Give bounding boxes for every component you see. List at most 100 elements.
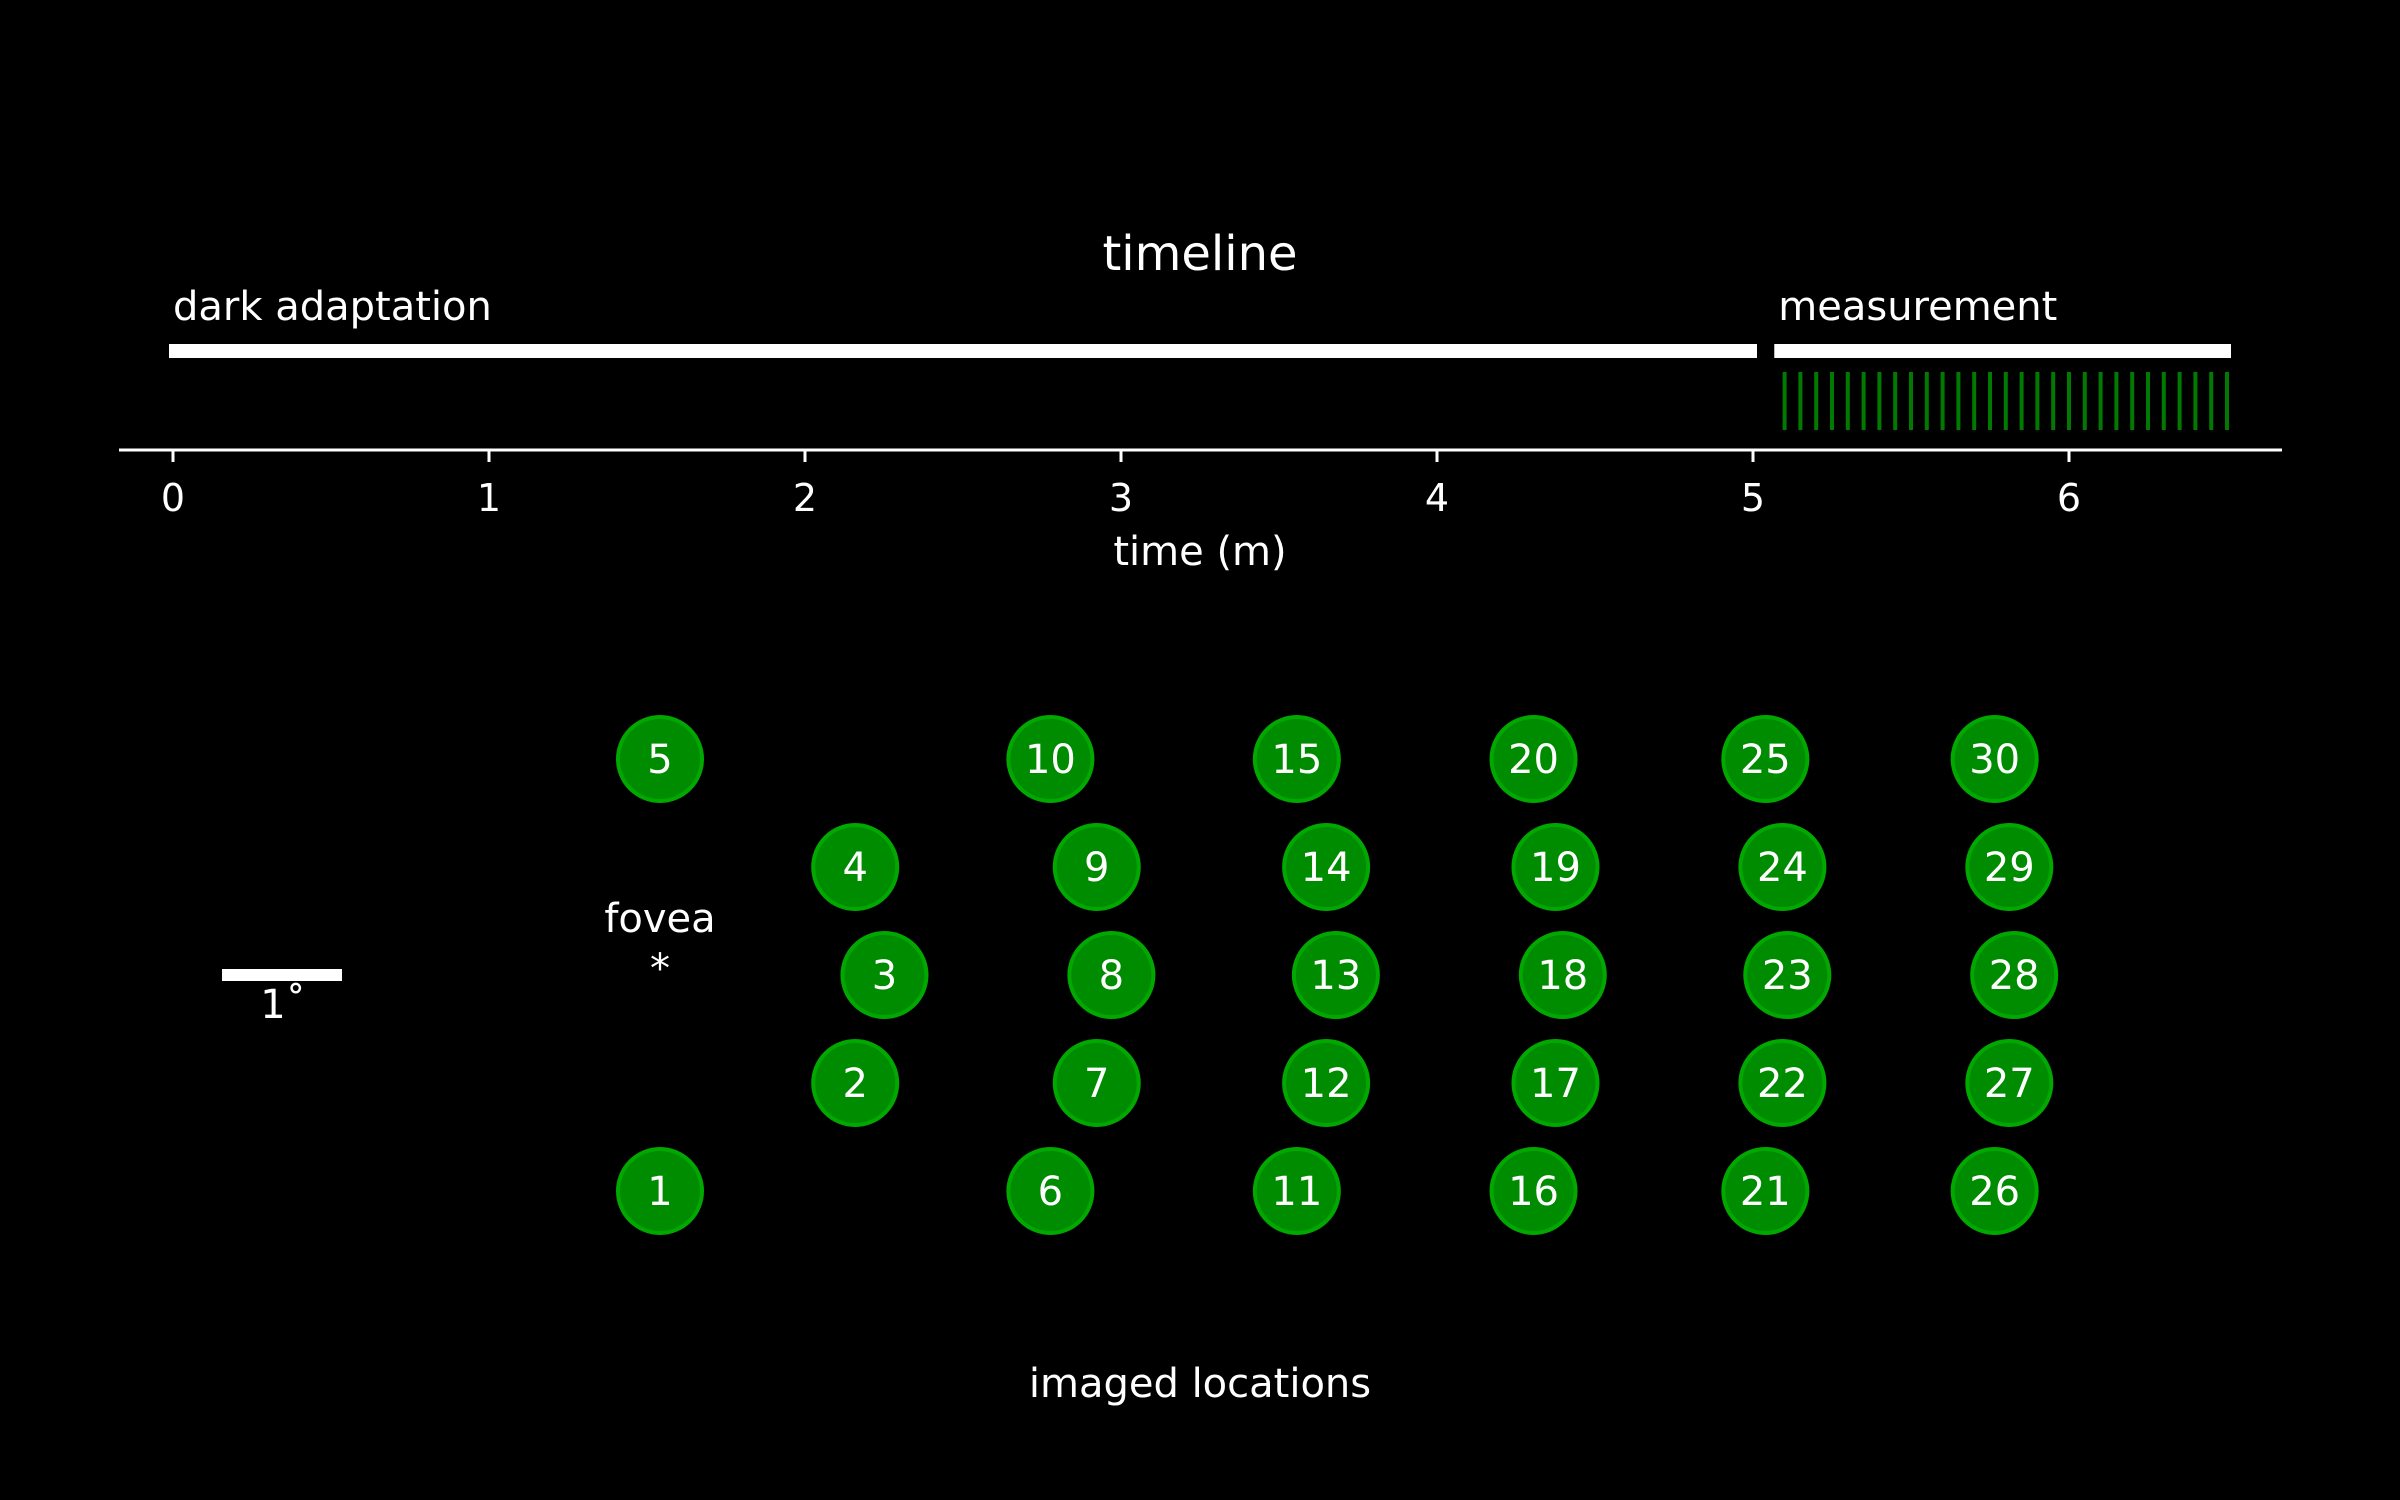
locations-title: imaged locations [1029,1361,1371,1407]
location-marker-label: 17 [1530,1061,1581,1107]
location-marker: 14 [1282,823,1371,911]
location-marker-label: 7 [1084,1061,1109,1107]
location-marker-label: 20 [1508,737,1559,783]
location-marker-circle [840,931,929,1019]
location-marker-label: 15 [1271,737,1322,783]
timeline-tick-label: 5 [1741,476,1765,520]
location-marker-label: 5 [647,737,672,783]
location-marker: 30 [1950,715,2039,803]
phase-label: measurement [1778,284,2057,330]
location-marker: 13 [1291,931,1380,1019]
location-marker-circle [1489,715,1578,803]
location-marker-label: 9 [1084,845,1109,891]
location-marker: 19 [1511,823,1600,911]
location-marker-circle [1721,1147,1810,1235]
location-marker: 7 [1052,1039,1141,1127]
location-marker-label: 10 [1025,737,1076,783]
scale-bar-label: 1˚ [260,982,305,1028]
location-marker-circle [811,823,900,911]
timeline-panel: timeline 0 1 2 3 4 5 6 dark adaptation measurem… [119,226,2282,575]
location-marker-label: 3 [872,953,897,999]
location-marker: 29 [1965,823,2054,911]
location-marker-circle [1006,715,1095,803]
location-marker-circle [1970,931,2059,1019]
location-marker: 26 [1950,1147,2039,1235]
location-marker: 16 [1489,1147,1578,1235]
location-marker: 12 [1282,1039,1371,1127]
location-marker-circle [616,1147,704,1235]
location-marker-label: 16 [1508,1169,1559,1215]
location-marker: 27 [1965,1039,2054,1127]
location-marker-circle [1518,931,1607,1019]
location-marker-label: 4 [842,845,867,891]
location-marker-label: 25 [1740,737,1791,783]
scale-bar: 1˚ [222,969,342,1028]
location-marker-circle [1291,931,1380,1019]
location-marker-circle [1282,823,1371,911]
location-marker-label: 22 [1757,1061,1808,1107]
timeline-ticks: 0 1 2 3 4 5 6 [161,450,2081,520]
location-marker-label: 29 [1984,845,2035,891]
location-marker-circle [1950,1147,2039,1235]
locations-panel: 1˚ fovea * 12345678910111213141516171819… [222,715,2059,1407]
fovea: fovea * [604,896,715,992]
location-marker-label: 26 [1969,1169,2020,1215]
location-marker: 3 [840,931,929,1019]
location-marker-circle [1950,715,2039,803]
phase-bar [1774,344,2231,358]
location-marker-label: 12 [1301,1061,1352,1107]
location-marker: 20 [1489,715,1578,803]
location-marker-circle [1052,823,1141,911]
location-marker-circle [1252,715,1341,803]
location-marker-circle [811,1039,900,1127]
timeline-phases: dark adaptation measurement [169,284,2231,358]
fovea-label: fovea [604,896,715,942]
location-marker-label: 6 [1038,1169,1063,1215]
timeline-tick-label: 0 [161,476,185,520]
location-marker: 15 [1252,715,1341,803]
location-marker-circle [616,715,704,803]
timeline-tick-label: 4 [1425,476,1449,520]
location-marker: 24 [1738,823,1827,911]
location-marker: 8 [1067,931,1156,1019]
location-marker-circle [1738,823,1827,911]
location-marker-circle [1511,1039,1600,1127]
timeline-xlabel: time (m) [1113,529,1286,575]
location-marker-label: 11 [1271,1169,1322,1215]
location-marker-label: 2 [842,1061,867,1107]
location-marker-circle [1738,1039,1827,1127]
location-marker: 28 [1970,931,2059,1019]
location-marker: 23 [1743,931,1832,1019]
timeline-tick-label: 1 [477,476,501,520]
timeline-tick-label: 6 [2057,476,2081,520]
location-marker: 10 [1006,715,1095,803]
timeline-tick-label: 3 [1109,476,1133,520]
location-marker: 6 [1006,1147,1095,1235]
timeline-title: timeline [1102,226,1297,282]
location-marker-label: 1 [647,1169,672,1215]
location-marker: 18 [1518,931,1607,1019]
location-marker-label: 13 [1310,953,1361,999]
location-marker-label: 19 [1530,845,1581,891]
location-marker: 5 [616,715,704,803]
location-marker-circle [1965,1039,2054,1127]
location-marker-circle [1252,1147,1341,1235]
location-marker-label: 23 [1762,953,1813,999]
location-marker-label: 28 [1989,953,2040,999]
timeline-tick-label: 2 [793,476,817,520]
location-marker: 21 [1721,1147,1810,1235]
location-marker-circle [1489,1147,1578,1235]
phase-label: dark adaptation [173,284,492,330]
location-marker-label: 18 [1537,953,1588,999]
location-marker: 11 [1252,1147,1341,1235]
location-marker: 2 [811,1039,900,1127]
location-marker: 17 [1511,1039,1600,1127]
location-marker-label: 8 [1099,953,1124,999]
location-markers: 1234567891011121314151617181920212223242… [616,715,2059,1235]
location-marker-circle [1052,1039,1141,1127]
location-marker-circle [1067,931,1156,1019]
location-marker-label: 27 [1984,1061,2035,1107]
location-marker-circle [1743,931,1832,1019]
location-marker-circle [1721,715,1810,803]
